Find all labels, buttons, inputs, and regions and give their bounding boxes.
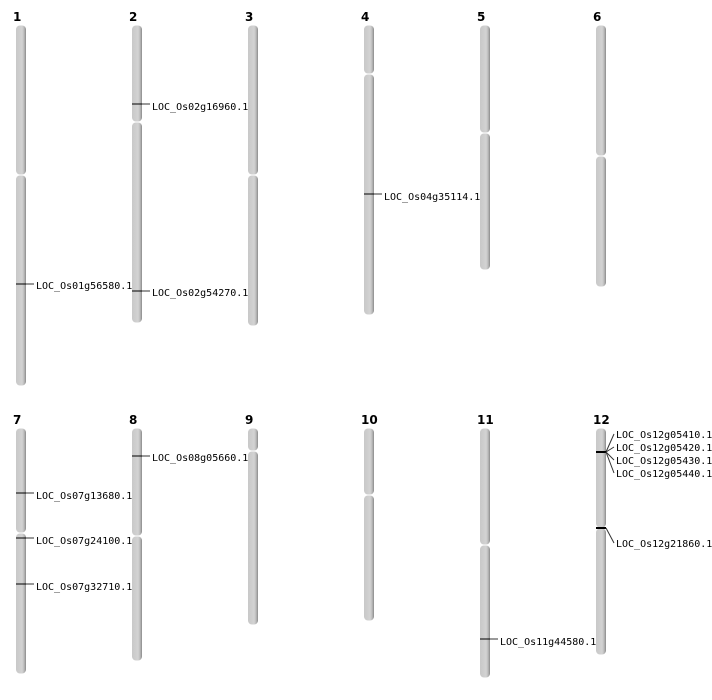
chromosome-q-arm — [480, 133, 490, 270]
chromosome-p-arm — [16, 25, 26, 175]
gene-connector — [605, 451, 615, 461]
gene-label: LOC_Os07g32710.1 — [36, 582, 132, 593]
chromosome-q-arm — [480, 545, 490, 678]
chromosome-label: 8 — [129, 413, 137, 427]
chromosome-12: 12LOC_Os12g05410.1LOC_Os12g05420.1LOC_Os… — [593, 413, 712, 655]
chromosome-7: 7LOC_Os07g13680.1LOC_Os07g24100.1LOC_Os0… — [13, 413, 132, 674]
gene-connector — [605, 451, 615, 474]
gene-label: LOC_Os02g16960.1 — [152, 102, 248, 113]
gene-label: LOC_Os08g05660.1 — [152, 453, 248, 464]
gene-label: LOC_Os12g05440.1 — [616, 469, 712, 480]
gene-label: LOC_Os02g54270.1 — [152, 288, 248, 299]
chromosome-label: 11 — [477, 413, 494, 427]
chromosome-q-arm — [132, 536, 142, 661]
chromosome-q-arm — [16, 533, 26, 674]
gene-label: LOC_Os07g24100.1 — [36, 536, 132, 547]
chromosome-label: 4 — [361, 10, 369, 24]
chromosome-p-arm — [16, 428, 26, 533]
chromosome-label: 12 — [593, 413, 610, 427]
gene-label: LOC_Os12g05410.1 — [616, 430, 712, 441]
chromosome-q-arm — [16, 175, 26, 386]
gene-label: LOC_Os12g05430.1 — [616, 456, 712, 467]
chromosome-p-arm — [364, 25, 374, 74]
chromosome-q-arm — [596, 156, 606, 287]
chromosome-10: 10 — [361, 413, 378, 621]
chromosome-9: 9 — [245, 413, 258, 625]
gene-connector — [605, 433, 615, 453]
chromosome-p-arm — [596, 428, 606, 528]
chromosome-q-arm — [364, 495, 374, 621]
gene-label: LOC_Os01g56580.1 — [36, 281, 132, 292]
chromosome-label: 6 — [593, 10, 601, 24]
gene-label: LOC_Os04g35114.1 — [384, 192, 480, 203]
gene-label: LOC_Os12g05420.1 — [616, 443, 712, 454]
chromosome-3: 3 — [245, 10, 258, 326]
gene-label: LOC_Os11g44580.1 — [500, 637, 596, 648]
chromosome-label: 7 — [13, 413, 21, 427]
chromosome-label: 3 — [245, 10, 253, 24]
chromosome-p-arm — [480, 428, 490, 545]
chromosome-6: 6 — [593, 10, 606, 287]
chromosome-q-arm — [596, 528, 606, 655]
chromosome-p-arm — [364, 428, 374, 495]
chromosome-label: 5 — [477, 10, 485, 24]
chromosome-p-arm — [596, 25, 606, 156]
chromosome-p-arm — [132, 428, 142, 536]
chromosome-label: 2 — [129, 10, 137, 24]
chromosome-label: 1 — [13, 10, 21, 24]
chromosome-p-arm — [480, 25, 490, 133]
chromosome-5: 5 — [477, 10, 490, 270]
chromosome-label: 10 — [361, 413, 378, 427]
chromosome-p-arm — [248, 428, 258, 451]
gene-label: LOC_Os07g13680.1 — [36, 491, 132, 502]
chromosome-label: 9 — [245, 413, 253, 427]
chromosome-q-arm — [248, 451, 258, 625]
chromosome-p-arm — [132, 25, 142, 122]
gene-connector — [605, 527, 615, 544]
chromosome-q-arm — [132, 122, 142, 323]
gene-connector — [605, 446, 615, 453]
chromosome-p-arm — [248, 25, 258, 175]
gene-label: LOC_Os12g21860.1 — [616, 539, 712, 550]
chromosome-q-arm — [248, 175, 258, 326]
